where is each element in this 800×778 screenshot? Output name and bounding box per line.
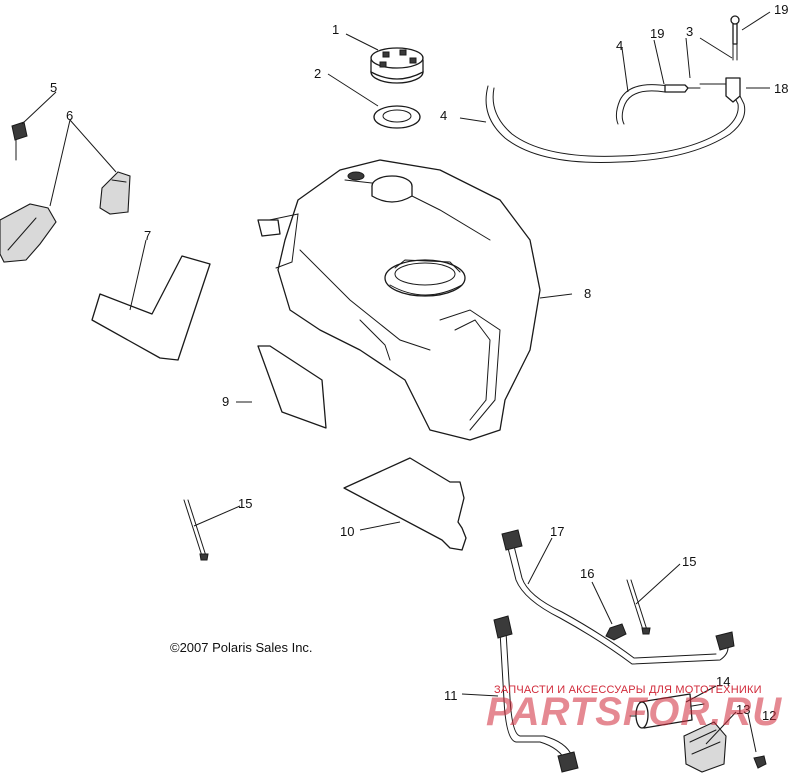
hex-nut xyxy=(605,623,627,641)
callout-12: 12 xyxy=(762,708,776,723)
callout-17: 17 xyxy=(550,524,564,539)
callout-16: 16 xyxy=(580,566,594,581)
tank-base-pad xyxy=(343,457,467,551)
callout-10: 10 xyxy=(340,524,354,539)
fuel-cap xyxy=(370,47,424,84)
callout-15-right: 15 xyxy=(682,554,696,569)
watermark-logo: PARTSFOR.RU xyxy=(486,690,783,734)
heat-shield-plate xyxy=(257,345,327,429)
callout-2: 2 xyxy=(314,66,321,81)
callout-13: 13 xyxy=(736,702,750,717)
fuel-line-11 xyxy=(493,615,579,773)
callout-9: 9 xyxy=(222,394,229,409)
screw xyxy=(753,755,767,769)
callout-8: 8 xyxy=(584,286,591,301)
callout-numbers: 1 2 3 4 4 5 6 7 8 9 10 11 12 13 14 15 15… xyxy=(50,2,788,723)
watermark-tagline: ЗАПЧАСТИ И АКСЕССУАРЫ ДЛЯ МОТОТЕХНИКИ xyxy=(494,684,762,696)
callout-11: 11 xyxy=(444,688,458,703)
mount-clip xyxy=(11,121,28,161)
callout-19-upper: 19 xyxy=(774,2,788,17)
callout-14: 14 xyxy=(716,674,730,689)
callout-15-left: 15 xyxy=(238,496,252,511)
cap-gasket xyxy=(373,105,421,129)
tank-brackets xyxy=(0,171,131,263)
callout-7: 7 xyxy=(144,228,151,243)
callout-5: 5 xyxy=(50,80,57,95)
callout-1: 1 xyxy=(332,22,339,37)
callout-19-lower: 19 xyxy=(650,26,664,41)
fuel-tank xyxy=(257,159,541,441)
leader-lines xyxy=(21,11,771,753)
foam-pad-l-shape xyxy=(91,255,211,361)
callout-4-upper: 4 xyxy=(616,38,623,53)
vent-hose xyxy=(485,84,746,163)
fuel-filter xyxy=(629,693,705,729)
vent-fittings xyxy=(664,15,741,103)
bolts xyxy=(183,499,651,635)
callout-6: 6 xyxy=(66,108,73,123)
callout-4-lower: 4 xyxy=(440,108,447,123)
fuel-line-17 xyxy=(501,529,735,665)
copyright-notice: ©2007 Polaris Sales Inc. xyxy=(170,640,313,655)
callout-18: 18 xyxy=(774,81,788,96)
callout-3: 3 xyxy=(686,24,693,39)
